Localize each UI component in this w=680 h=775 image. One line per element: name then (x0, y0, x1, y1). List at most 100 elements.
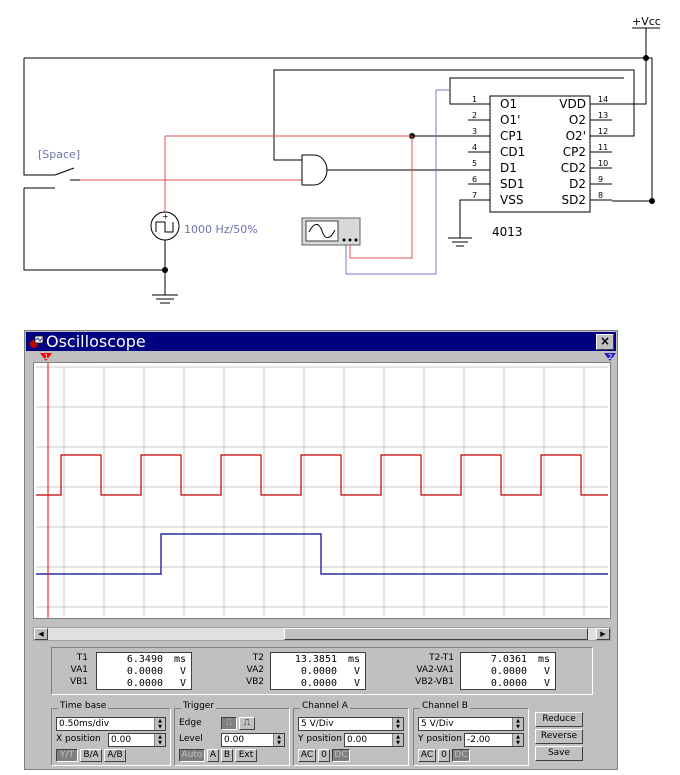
channel-b-dc-button[interactable]: DC (452, 749, 470, 762)
scroll-left-arrow-icon[interactable]: ◀ (34, 628, 48, 640)
circuit-schematic: +Vcc (23, 15, 661, 304)
chip-name: 4013 (492, 225, 523, 239)
readout-box-3: 7.0361 ms 0.0000 V 0.0000 V (460, 652, 556, 690)
trigger-level-input[interactable]: 0.00 ▲▼ (221, 733, 285, 747)
pin-name: CD2 (561, 161, 586, 175)
reduce-button[interactable]: Reduce (535, 712, 583, 727)
va1-label: VA1 (70, 665, 88, 675)
titlebar[interactable]: Oscilloscope × (26, 332, 616, 351)
mode-ba-button[interactable]: B/A (80, 749, 102, 762)
trigger-a-button[interactable]: A (207, 749, 219, 762)
clock-source[interactable]: + 1000 Hz/50% (150, 211, 258, 241)
channel-b-scale-input[interactable]: 5 V/Div ▲▼ (418, 717, 524, 731)
pin-number: 13 (598, 111, 608, 120)
oscilloscope-icon[interactable] (301, 217, 361, 246)
oscilloscope-app-icon (30, 335, 44, 348)
pin-number: 10 (598, 159, 608, 168)
reverse-button[interactable]: Reverse (535, 729, 583, 744)
vb2-vb1-label: VB2-VB1 (415, 677, 454, 687)
horizontal-scrollbar[interactable]: ◀ ▶ (33, 627, 611, 641)
pin-number: 9 (598, 175, 603, 184)
spinner-arrows-icon[interactable]: ▲▼ (512, 718, 523, 730)
channel-a-zero-button[interactable]: 0 (318, 749, 330, 762)
channel-b-ypos-label: Y position (418, 734, 463, 744)
cursor-2-flag[interactable]: 2 (603, 352, 617, 362)
channel-b-zero-button[interactable]: 0 (438, 749, 450, 762)
channel-a-trace (36, 454, 608, 496)
pin-number: 14 (598, 95, 608, 104)
trigger-ext-button[interactable]: Ext (235, 749, 257, 762)
timebase-scale-value: 0.50ms/div (59, 719, 110, 729)
dva-value: 0.0000 (490, 666, 527, 677)
spinner-arrows-icon[interactable]: ▲▼ (273, 734, 284, 746)
spinner-arrows-icon[interactable]: ▲▼ (392, 734, 403, 746)
t1-unit: ms (173, 654, 186, 665)
scroll-right-arrow-icon[interactable]: ▶ (596, 628, 610, 640)
channel-b-ypos-value: -2.00 (467, 735, 491, 745)
channel-a-scale-input[interactable]: 5 V/Div ▲▼ (298, 717, 404, 731)
pin-number: 2 (472, 111, 477, 120)
spinner-arrows-icon[interactable]: ▲▼ (154, 734, 165, 746)
rising-edge-icon[interactable]: ⎍ (221, 717, 237, 730)
va1-unit: V (179, 666, 186, 677)
pin-number: 1 (472, 95, 477, 104)
scope-display[interactable] (33, 362, 611, 619)
space-switch[interactable]: [Space] (24, 148, 80, 189)
channel-b-ac-button[interactable]: AC (418, 749, 436, 762)
mode-ab-button[interactable]: A/B (104, 749, 126, 762)
va2-va1-label: VA2-VA1 (416, 665, 454, 675)
xpos-input[interactable]: 0.00 ▲▼ (108, 733, 166, 747)
mode-yt-button[interactable]: Y/T (56, 749, 78, 762)
cursor-1-flag[interactable]: 1 (39, 352, 53, 362)
source-label: 1000 Hz/50% (184, 223, 258, 236)
trigger-auto-button[interactable]: Auto (179, 749, 205, 762)
oscilloscope-window: Oscilloscope × 1 2 ◀ ▶ T1 VA1 VB1 6.3490… (24, 330, 618, 770)
channel-a-scale-value: 5 V/Div (301, 719, 334, 729)
scroll-thumb[interactable] (284, 628, 588, 640)
channel-b-ypos-input[interactable]: -2.00 ▲▼ (464, 733, 524, 747)
dva-unit: V (543, 666, 550, 677)
spinner-arrows-icon[interactable]: ▲▼ (512, 734, 523, 746)
spinner-arrows-icon[interactable]: ▲▼ (392, 718, 403, 730)
channel-a-dc-button[interactable]: DC (332, 749, 350, 762)
readout-box-1: 6.3490 ms 0.0000 V 0.0000 V (96, 652, 192, 690)
vcc-supply[interactable]: +Vcc (632, 15, 661, 29)
channel-a-ac-button[interactable]: AC (298, 749, 316, 762)
readout-box-2: 13.3851 ms 0.0000 V 0.0000 V (270, 652, 366, 690)
cursor-readout-panel: T1 VA1 VB1 6.3490 ms 0.0000 V 0.0000 V T… (51, 647, 593, 695)
channel-b-scale-value: 5 V/Div (421, 719, 454, 729)
window-title: Oscilloscope (46, 332, 146, 351)
and-gate[interactable] (301, 154, 328, 186)
pin-name: VSS (500, 193, 523, 207)
dt-value: 7.0361 (490, 654, 527, 665)
va2-value: 0.0000 (300, 666, 337, 677)
channel-a-wire (80, 135, 413, 259)
t2-t1-label: T2-T1 (429, 653, 454, 663)
channel-a-ypos-input[interactable]: 0.00 ▲▼ (344, 733, 404, 747)
falling-edge-icon[interactable]: ⎍ (239, 717, 255, 730)
dvb-value: 0.0000 (490, 678, 527, 689)
channel-a-ypos-label: Y position (298, 734, 343, 744)
timebase-scale-input[interactable]: 0.50ms/div ▲▼ (56, 717, 166, 731)
trigger-level-value: 0.00 (224, 735, 245, 745)
pin-name: O2 (569, 113, 586, 127)
t2-unit: ms (347, 654, 360, 665)
pin-name: VDD (559, 97, 586, 111)
pin-name: SD1 (500, 177, 525, 191)
channel-a-ypos-value: 0.00 (347, 735, 368, 745)
vcc-wires (23, 28, 653, 304)
close-button[interactable]: × (596, 334, 614, 350)
xpos-label: X position (56, 734, 101, 744)
dt-unit: ms (537, 654, 550, 665)
pin-number: 6 (472, 175, 477, 184)
trigger-group: Trigger Edge ⎍ ⎍ Level 0.00 ▲▼ Auto A B … (174, 701, 290, 766)
vb1-value: 0.0000 (126, 678, 163, 689)
svg-text:+: + (162, 212, 169, 221)
spinner-arrows-icon[interactable]: ▲▼ (154, 718, 165, 730)
trigger-b-button[interactable]: B (221, 749, 233, 762)
level-label: Level (179, 734, 203, 744)
save-button[interactable]: Save (535, 746, 583, 761)
xpos-value: 0.00 (111, 735, 132, 745)
